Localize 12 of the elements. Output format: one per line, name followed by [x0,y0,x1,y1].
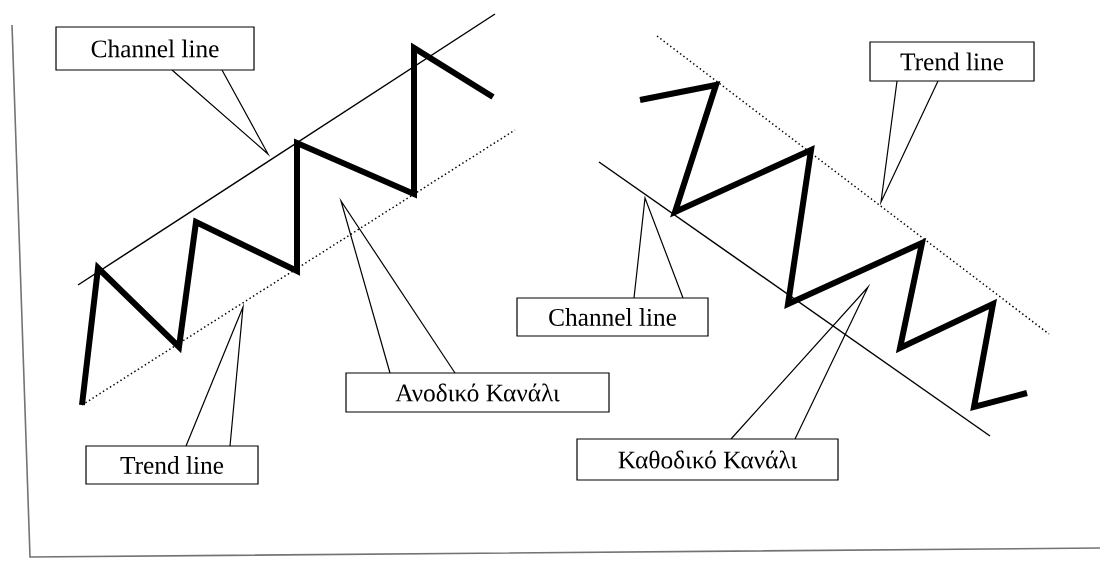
leader-line [730,283,871,440]
leader-line [339,197,456,374]
callout-box: Καθοδικό Κανάλι [576,438,839,481]
callout-box: Channel line [55,26,255,71]
leader-line [185,303,244,447]
callout-box: Trend line [85,445,259,485]
leader-line [879,80,939,206]
callout-box: Ανοδικό Κανάλι [345,372,610,413]
leader-line [171,69,271,157]
callout-box: Channel line [516,297,709,337]
leader-line [633,195,684,299]
callout-box: Trend line [869,41,1035,82]
